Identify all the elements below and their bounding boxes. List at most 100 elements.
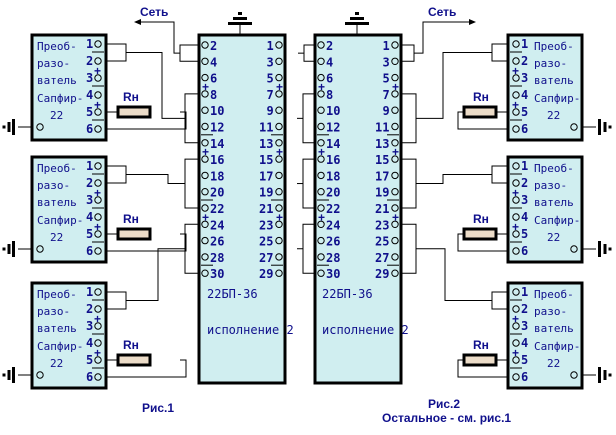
converter-label: 22 bbox=[50, 357, 63, 370]
converter-terminal-3 bbox=[94, 322, 102, 330]
barrier-terminal-26 bbox=[317, 236, 325, 245]
resistor-wire bbox=[101, 233, 187, 252]
labels: Сеть Сеть 22БП-36 исполнение 2 22БП-36 и… bbox=[140, 5, 511, 425]
barrier-terminal-14 bbox=[201, 139, 209, 147]
barrier-22bp-36: 2468+10121416+18202224+2628301357+911131… bbox=[313, 33, 403, 385]
plus-mark: + bbox=[94, 346, 101, 360]
converter-terminal-5 bbox=[512, 108, 520, 116]
resistor-wire bbox=[457, 233, 513, 252]
converter-pin-label: 6 bbox=[521, 244, 528, 258]
ground-bar bbox=[608, 247, 612, 251]
converter-pin-label: 1 bbox=[86, 159, 93, 173]
barrier-pin-label: 26 bbox=[210, 235, 224, 249]
barrier-terminal-23 bbox=[391, 220, 399, 229]
barrier-pin-label: 13 bbox=[259, 137, 273, 151]
plus-mark: + bbox=[202, 80, 209, 94]
converter-terminal-5 bbox=[94, 108, 102, 116]
barrier-terminal-13 bbox=[275, 139, 283, 147]
figure-2-caption: Рис.2 bbox=[428, 397, 460, 411]
barrier-pin-label: 28 bbox=[326, 251, 340, 265]
barrier-terminal-9 bbox=[275, 106, 283, 114]
converter-pin-label: 6 bbox=[86, 370, 93, 384]
barrier-pin-label: 20 bbox=[210, 186, 224, 200]
barrier-terminal-26 bbox=[201, 236, 209, 245]
converter-terminal-4 bbox=[512, 91, 520, 99]
plus-mark: + bbox=[94, 186, 101, 200]
converter-pin-label: 6 bbox=[521, 370, 528, 384]
signal-wire bbox=[416, 174, 492, 185]
converter-pin-label: 2 bbox=[86, 54, 93, 68]
network-label-fig2: Сеть bbox=[428, 5, 456, 19]
barrier-terminal-12 bbox=[201, 122, 209, 131]
barrier-pin-label: 27 bbox=[375, 251, 389, 265]
barrier-pin-label: 27 bbox=[259, 251, 273, 265]
barrier-pin-label: 6 bbox=[326, 72, 333, 86]
plus-mark: + bbox=[276, 80, 283, 94]
converter-terminal-6 bbox=[512, 373, 520, 381]
barrier-pin-label: 24 bbox=[210, 218, 224, 232]
converter-terminal-1 bbox=[512, 162, 520, 170]
converter-label: 22 bbox=[50, 231, 63, 244]
barrier-pin-label: 28 bbox=[210, 251, 224, 265]
converter-pin-label: 2 bbox=[86, 176, 93, 190]
converter-terminal-3 bbox=[94, 74, 102, 82]
barrier-terminal-15 bbox=[275, 155, 283, 163]
barrier-terminal-24 bbox=[201, 220, 209, 229]
plus-mark: + bbox=[318, 80, 325, 94]
ground-terminal bbox=[36, 245, 44, 253]
plus-mark: + bbox=[94, 220, 101, 234]
ground-icon bbox=[2, 367, 15, 383]
barrier-name-fig1: 22БП-36 bbox=[207, 287, 258, 301]
barrier-terminal-19 bbox=[275, 188, 283, 196]
barrier-terminal-28 bbox=[201, 253, 209, 261]
resistor-rn bbox=[116, 353, 152, 367]
ground-bar bbox=[2, 125, 6, 129]
barrier-terminal-3 bbox=[391, 57, 399, 65]
barrier-pin-label: 22 bbox=[210, 202, 224, 216]
barrier-pin-label: 9 bbox=[267, 104, 274, 118]
converter-label: Сапфир- bbox=[534, 340, 580, 353]
barrier-pin-label: 13 bbox=[375, 137, 389, 151]
network-wire bbox=[140, 21, 180, 54]
barrier-terminal-22 bbox=[201, 204, 209, 212]
barrier-pin-label: 8 bbox=[210, 88, 217, 102]
converter-terminal-4 bbox=[512, 213, 520, 221]
converter-label: разо- bbox=[37, 57, 70, 70]
plus-mark: + bbox=[512, 98, 519, 112]
barrier-pin-label: 9 bbox=[383, 104, 390, 118]
converter-terminal-4 bbox=[94, 213, 102, 221]
ground-terminal bbox=[570, 245, 578, 253]
barrier-terminal-14 bbox=[317, 139, 325, 147]
converter-terminal-6 bbox=[512, 247, 520, 255]
ground-bar bbox=[598, 367, 601, 383]
converter-pin-label: 3 bbox=[86, 71, 93, 85]
converter-label: разо- bbox=[534, 179, 567, 192]
barrier-terminal-5 bbox=[275, 73, 283, 82]
plus-mark: + bbox=[202, 210, 209, 224]
barrier-pin-label: 5 bbox=[383, 72, 390, 86]
barrier-ground-icon bbox=[345, 12, 369, 25]
barrier-pin-label: 23 bbox=[259, 218, 273, 232]
barrier-pin-label: 11 bbox=[259, 121, 273, 135]
barrier-terminal-12 bbox=[317, 122, 325, 131]
converter-label: разо- bbox=[534, 57, 567, 70]
barrier-terminal-6 bbox=[201, 73, 209, 82]
converter-pin-label: 5 bbox=[86, 227, 93, 241]
converter-label: Преоб- bbox=[534, 288, 574, 301]
ground-bar bbox=[345, 22, 369, 25]
barrier-terminal-20 bbox=[201, 188, 209, 196]
converter-label: Преоб- bbox=[534, 40, 574, 53]
ground-icon bbox=[598, 119, 612, 135]
resistor-rn bbox=[116, 227, 152, 241]
converter-terminal-4 bbox=[94, 91, 102, 99]
converter-terminal-5 bbox=[94, 356, 102, 364]
converter-terminal-1 bbox=[512, 40, 520, 48]
barrier-pin-label: 21 bbox=[375, 202, 389, 216]
converter-label: Преоб- bbox=[37, 288, 77, 301]
barrier-box bbox=[313, 33, 403, 385]
barrier-terminal-19 bbox=[391, 188, 399, 196]
converter-pin-label: 5 bbox=[521, 105, 528, 119]
converter-pin-label: 2 bbox=[521, 176, 528, 190]
converter-label: Преоб- bbox=[37, 162, 77, 175]
barrier-pin-label: 11 bbox=[375, 121, 389, 135]
